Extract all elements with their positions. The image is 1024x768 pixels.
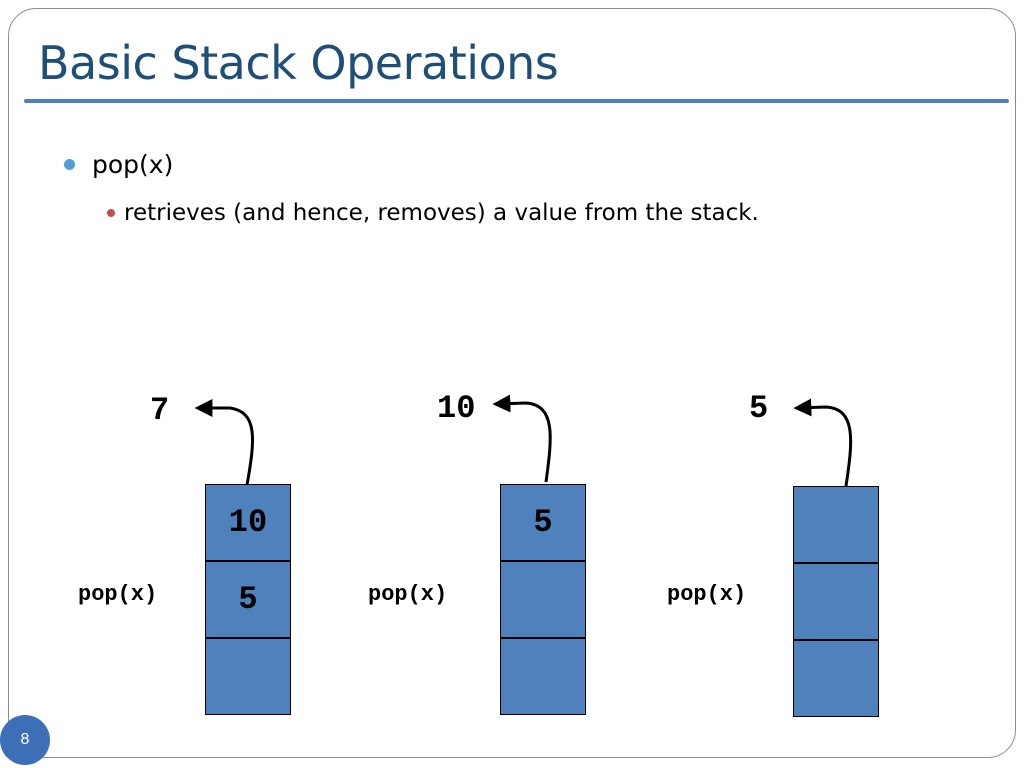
title-underline: [24, 99, 1009, 103]
slide-title: Basic Stack Operations: [38, 36, 559, 90]
popped-value-3: 5: [749, 390, 769, 427]
stack-cell: [500, 561, 586, 638]
bullet-level1: pop(x): [92, 150, 174, 179]
popped-value-1: 7: [150, 392, 170, 429]
stack-cell: [793, 486, 879, 563]
cell-value: 5: [533, 504, 553, 541]
stack-cell: [500, 638, 586, 715]
stack-cell: [205, 638, 291, 715]
stack-cell: 5: [205, 561, 291, 638]
cell-value: 10: [228, 504, 268, 541]
stack-cell: [793, 563, 879, 640]
stack-cell: 10: [205, 484, 291, 561]
page-number-badge: 8: [0, 715, 50, 765]
stack-cell: 5: [500, 484, 586, 561]
bullet-level2: retrieves (and hence, removes) a value f…: [124, 200, 759, 226]
stack-3: [793, 486, 879, 717]
stack-1: 10 5: [205, 484, 291, 715]
slide-frame: [8, 8, 1016, 758]
pop-label-2: pop(x): [368, 582, 448, 607]
pop-label-1: pop(x): [78, 582, 158, 607]
popped-value-2: 10: [437, 390, 476, 427]
stack-2: 5: [500, 484, 586, 715]
bullet-dot-level2: [107, 209, 115, 217]
stack-cell: [793, 640, 879, 717]
cell-value: 5: [238, 581, 258, 618]
pop-label-3: pop(x): [667, 582, 747, 607]
bullet-dot-level1: [64, 159, 75, 170]
